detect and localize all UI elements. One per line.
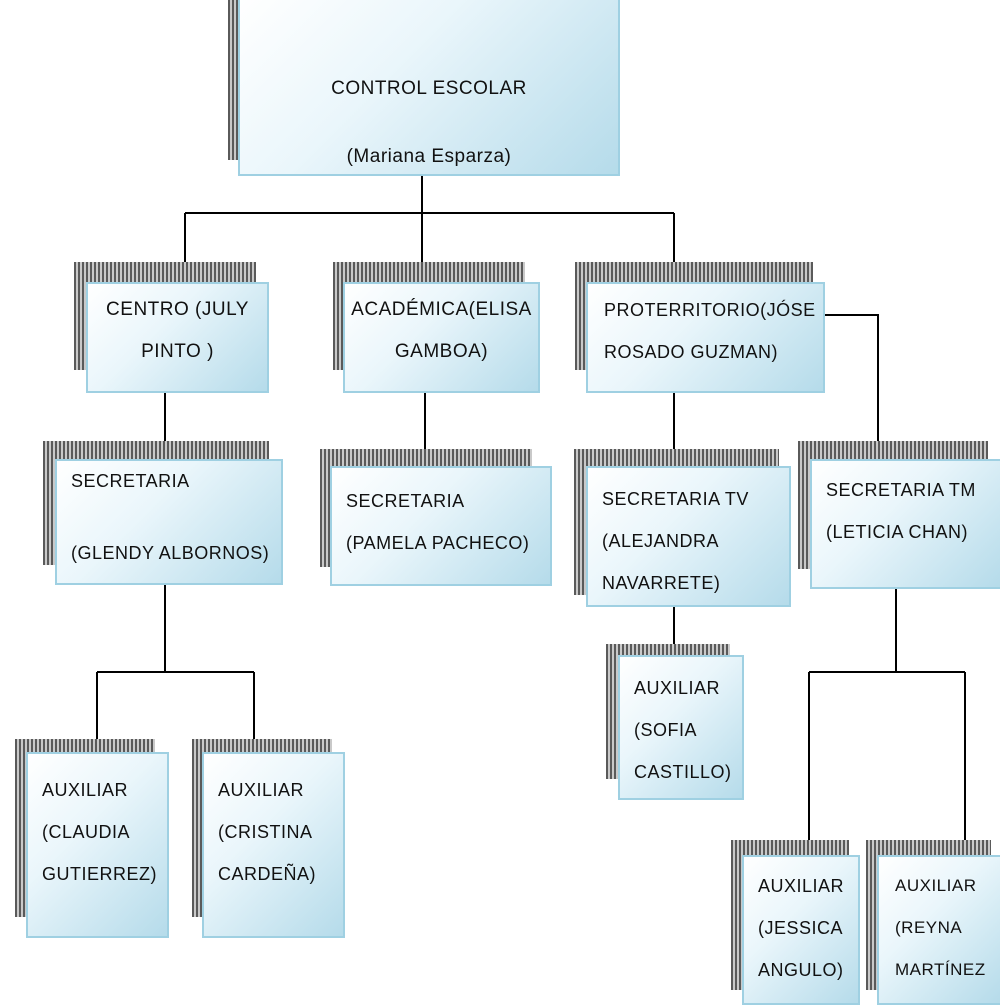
secretaria-tm-box: SECRETARIA TM (LETICIA CHAN) [810,459,1000,589]
secretaria-centro-label: SECRETARIA (GLENDY ALBORNOS) [71,471,270,563]
secretaria-centro-box: SECRETARIA (GLENDY ALBORNOS) [55,459,283,585]
auxiliar-claudia-label: AUXILIAR (CLAUDIA GUTIERREZ) [42,780,157,884]
auxiliar-jessica-box: AUXILIAR (JESSICA ANGULO) [742,855,860,1005]
auxiliar-sofia-label: AUXILIAR (SOFIA CASTILLO) [634,678,732,782]
secretaria-academica-label: SECRETARIA (PAMELA PACHECO) [346,491,530,553]
root-title: CONTROL ESCOLAR [331,78,527,99]
root-person: (Mariana Esparza) [346,146,512,167]
proterritorio-label: PROTERRITORIO(JÓSE ROSADO GUZMAN) [604,300,816,362]
centro-label: CENTRO (JULY PINTO ) [106,299,249,362]
auxiliar-claudia-box: AUXILIAR (CLAUDIA GUTIERREZ) [26,752,169,938]
auxiliar-reyna-box: AUXILIAR (REYNA MARTÍNEZ [877,855,1000,1005]
secretaria-tm-label: SECRETARIA TM (LETICIA CHAN) [826,480,976,542]
connector-proterritorio-tm [824,314,879,459]
root-box: CONTROL ESCOLAR (Mariana Esparza) [238,0,620,176]
auxiliar-jessica-label: AUXILIAR (JESSICA ANGULO) [758,876,845,980]
proterritorio-box: PROTERRITORIO(JÓSE ROSADO GUZMAN) [586,282,825,393]
auxiliar-reyna-label: AUXILIAR (REYNA MARTÍNEZ [895,876,986,979]
academica-box: ACADÉMICA(ELISA GAMBOA) [343,282,540,393]
auxiliar-sofia-box: AUXILIAR (SOFIA CASTILLO) [618,655,744,800]
secretaria-tv-label: SECRETARIA TV (ALEJANDRA NAVARRETE) [602,489,749,593]
academica-label: ACADÉMICA(ELISA GAMBOA) [351,299,532,362]
secretaria-academica-box: SECRETARIA (PAMELA PACHECO) [330,466,552,586]
auxiliar-cristina-label: AUXILIAR (CRISTINA CARDEÑA) [218,780,317,884]
centro-box: CENTRO (JULY PINTO ) [86,282,269,393]
auxiliar-cristina-box: AUXILIAR (CRISTINA CARDEÑA) [202,752,345,938]
secretaria-tv-box: SECRETARIA TV (ALEJANDRA NAVARRETE) [586,466,791,607]
